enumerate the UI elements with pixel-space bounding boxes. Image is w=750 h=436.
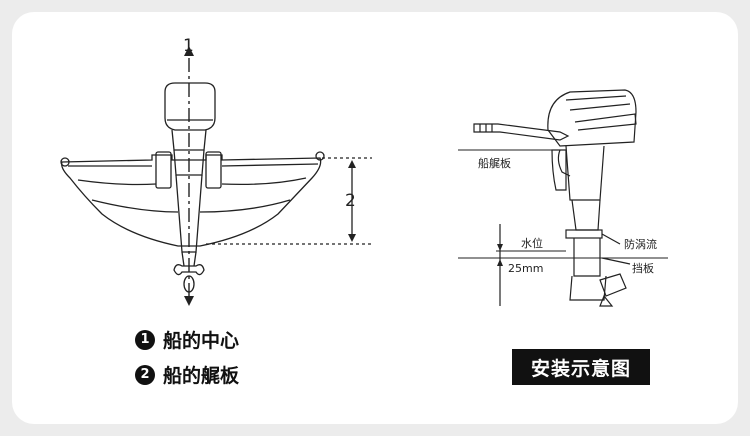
water-level-label: 水位 [521,237,543,250]
clamp-bracket-left [155,151,172,189]
installation-diagram-title: 安装示意图 [512,349,650,385]
boat-hull [61,154,322,247]
legend-number-badge: 1 [135,329,155,350]
propeller [173,264,205,276]
anti-ventilation-label: 防涡流 [624,238,657,251]
motor-cowling [164,82,216,131]
legend-text: 船的中心 [163,330,240,352]
anti-ventilation-plate [565,229,603,239]
clamp-bracket-right [205,151,222,189]
legend-item-transom: 2 船的艉板 [135,361,239,388]
side-midsection [565,145,605,201]
side-cowling [547,89,637,147]
depth-label: 25mm [508,262,544,275]
transom-clamp [551,149,567,191]
side-leg [571,199,601,231]
side-propeller [599,273,627,297]
legend-item-center: 1 船的中心 [135,326,239,353]
motor-midsection [171,129,207,151]
gear-case [569,275,607,301]
motor-leg [175,174,203,253]
gunwale-left [60,157,70,167]
transom-label: 船艉板 [478,157,511,170]
gunwale-right [315,151,325,161]
legend-number-badge: 2 [135,364,155,385]
height-marker-label: 2 [345,191,356,211]
legend-text: 船的艉板 [163,365,240,387]
center-marker-label: 1 [183,36,194,56]
baffle-label: 挡板 [632,262,654,275]
center-line-top-arrow [184,46,194,56]
tiller-handle [473,123,570,141]
center-line-bottom-arrow [184,296,194,306]
